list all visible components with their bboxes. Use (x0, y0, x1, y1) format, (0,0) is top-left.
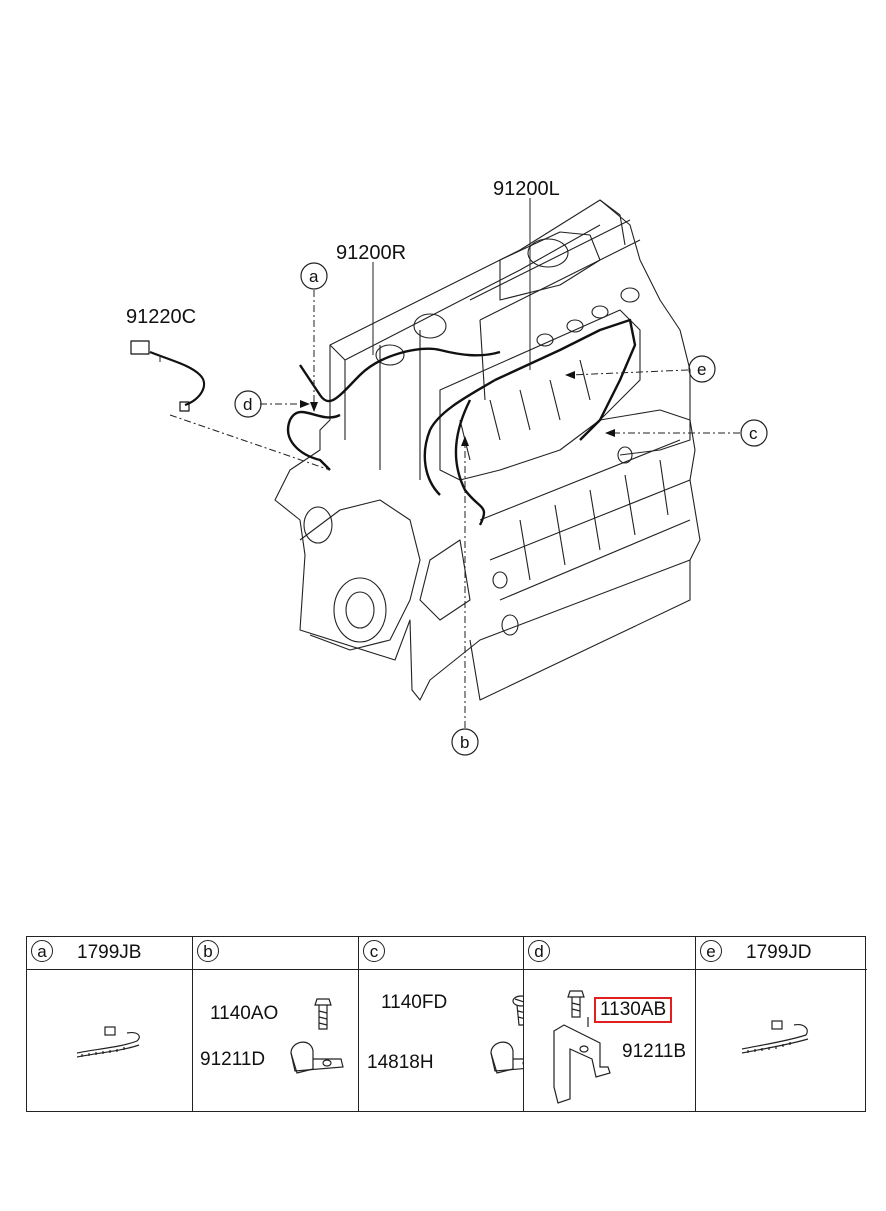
leader-lines (159, 198, 740, 728)
legend-cell-b-header: b (193, 937, 358, 970)
legend-badge-b: b (197, 940, 219, 962)
wiring-harness-91200R (287, 347, 501, 471)
legend-cell-a-header: a 1799JB (27, 937, 192, 970)
bolt-and-bracket-d-icon (553, 990, 611, 1104)
legend-cell-d: d 1130AB 91211B (523, 937, 695, 1111)
callout-letter-a: a (309, 267, 319, 286)
legend-badge-a: a (31, 940, 53, 962)
legend-cell-c-header: c (359, 937, 523, 970)
part-number-1799JD: 1799JD (746, 942, 812, 963)
part-number-91211D: 91211D (200, 1049, 266, 1070)
engine-wiring-diagram: 91200L 91200R 91220C a d e c b (126, 178, 768, 756)
part-number-14818H: 14818H (367, 1052, 434, 1073)
parts-legend-table: a 1799JB b 1140AO 91211D (26, 936, 867, 1112)
leader-arrowheads (300, 371, 615, 446)
wiring-harness-91200L (423, 318, 637, 526)
part-number-1799JB: 1799JB (77, 942, 142, 963)
part-number-1140AO: 1140AO (210, 1003, 279, 1024)
label-91200L: 91200L (493, 178, 560, 200)
legend-cell-b: b 1140AO 91211D (192, 937, 358, 1111)
legend-cell-c: c 1140FD 14818H (358, 937, 524, 1111)
legend-cell-a: a 1799JB (27, 937, 192, 1111)
legend-badge-d: d (528, 940, 550, 962)
cable-tie-1799JD-icon (741, 1020, 809, 1054)
part-number-1130AB: 1130AB (594, 997, 673, 1023)
part-number-1140FD: 1140FD (381, 992, 448, 1013)
label-91200R: 91200R (336, 242, 406, 264)
screw-and-clip-c-icon (490, 995, 524, 1074)
part-number-91211B: 91211B (622, 1041, 687, 1062)
legend-cell-d-header: d (524, 937, 695, 970)
label-91220C: 91220C (126, 306, 196, 328)
callout-letter-e: e (697, 360, 706, 379)
legend-badge-c: c (363, 940, 385, 962)
callout-letter-c: c (749, 424, 758, 443)
engine-block-drawing (274, 199, 701, 701)
sensor-wire-91220C (130, 340, 206, 412)
cable-tie-1799JB-icon (76, 1026, 140, 1058)
bolt-and-clip-b-icon (290, 998, 344, 1074)
callout-letter-d: d (243, 395, 252, 414)
callout-letter-b: b (460, 733, 469, 752)
circle-callouts (234, 262, 768, 756)
legend-badge-e: e (700, 940, 722, 962)
legend-cell-e: e 1799JD (695, 937, 867, 1111)
legend-cell-e-header: e 1799JD (696, 937, 867, 970)
